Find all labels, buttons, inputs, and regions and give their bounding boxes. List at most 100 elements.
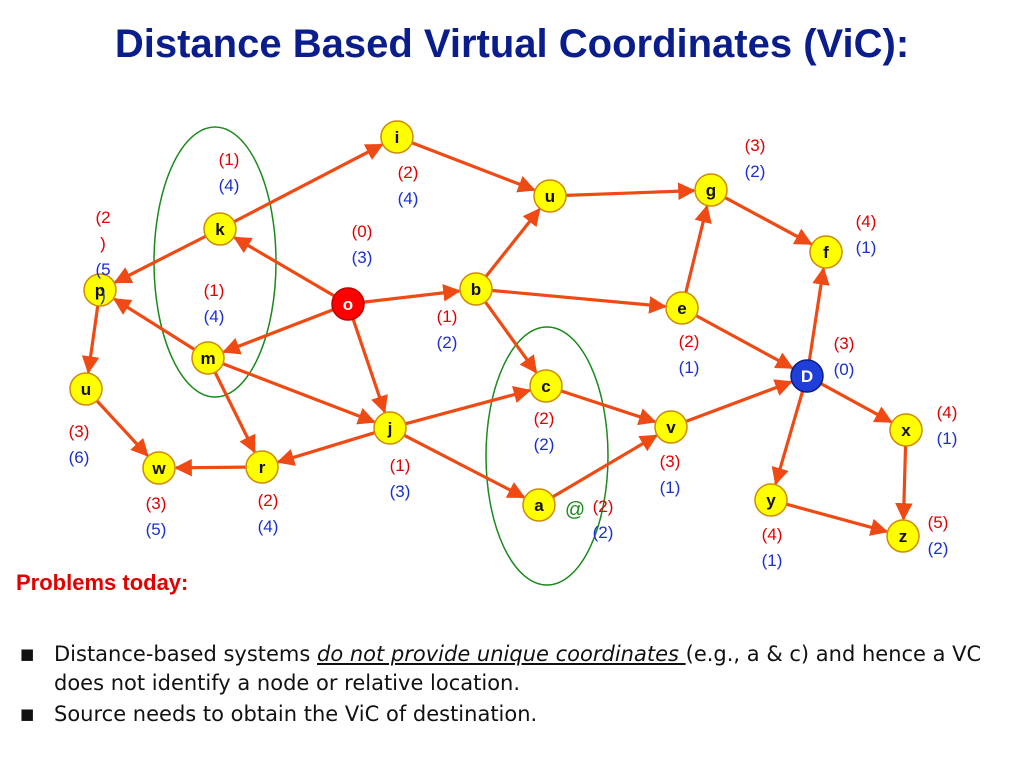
node-g: g — [694, 173, 728, 207]
coord-bottom-y: (1) — [762, 551, 783, 570]
coord-label-p: (2)(5) — [95, 208, 110, 305]
edge-g-f — [724, 196, 813, 246]
coord-label-z: (5)(2) — [928, 513, 949, 558]
coord-label-g: (3)(2) — [745, 136, 766, 181]
node-p-label: p — [95, 281, 105, 300]
coord-top-f: (4) — [856, 212, 877, 231]
bullet-1-text-pre: Distance-based systems — [54, 642, 318, 666]
coord-label-r: (2)(4) — [258, 491, 279, 536]
node-w: w — [142, 451, 176, 485]
node-e-label: e — [677, 299, 686, 318]
bullet-square-icon: ■ — [20, 645, 35, 663]
node-z-circle — [886, 519, 920, 553]
node-u2: u — [533, 179, 567, 213]
bullet-item-2: ■ Source needs to obtain the ViC of dest… — [18, 700, 1008, 729]
coord-bottom-u2: (4) — [398, 189, 419, 208]
coord-bottom-p: ) — [100, 286, 106, 305]
node-D-label: D — [801, 367, 813, 386]
coord-top-v: (3) — [660, 452, 681, 471]
coord-label-b: (1)(2) — [437, 307, 458, 352]
node-e-circle — [665, 291, 699, 325]
coord-top-D: (3) — [834, 334, 855, 353]
edge-D-y — [771, 390, 805, 486]
coord-label-u1: (3)(6) — [69, 422, 90, 467]
node-x-label: x — [901, 421, 911, 440]
coord-label-j: (1)(3) — [390, 456, 411, 501]
coord-top-j: (1) — [390, 456, 411, 475]
node-v-label: v — [666, 418, 676, 437]
node-p: p — [83, 273, 117, 307]
edge-D-x — [820, 382, 893, 424]
bullet-item-1: ■ Distance-based systems do not provide … — [18, 640, 1008, 698]
node-p-circle — [83, 273, 117, 307]
coord-top-z: (5) — [928, 513, 949, 532]
node-w-circle — [142, 451, 176, 485]
node-u2-label: u — [545, 187, 555, 206]
edge-o-m — [222, 308, 334, 355]
node-D: D — [790, 359, 824, 393]
coord-bottom-p: (5 — [95, 260, 110, 279]
node-v: v — [654, 410, 688, 444]
edge-x-z — [895, 445, 913, 521]
node-o: o — [331, 287, 365, 321]
coord-top-u2: (2) — [398, 163, 419, 182]
edge-i-u2 — [411, 141, 536, 193]
coord-label-e: (2)(1) — [679, 332, 700, 377]
coord-top-e: (2) — [679, 332, 700, 351]
coord-label-c: (2)(2) — [534, 409, 555, 454]
node-i-label: i — [395, 128, 400, 147]
edges-layer — [81, 141, 913, 536]
node-r: r — [245, 450, 279, 484]
edge-v-D — [685, 379, 793, 423]
edge-e-D — [695, 314, 794, 370]
coord-bottom-e: (1) — [679, 358, 700, 377]
coord-top-c: (2) — [534, 409, 555, 428]
node-u1-circle — [69, 372, 103, 406]
bullet-2-text: Source needs to obtain the ViC of destin… — [54, 702, 538, 726]
edge-o-b — [363, 284, 461, 304]
node-g-circle — [694, 173, 728, 207]
coord-top-o: (0) — [352, 222, 373, 241]
coord-top-p: ) — [100, 234, 106, 253]
coord-bottom-j: (3) — [390, 482, 411, 501]
node-e: e — [665, 291, 699, 325]
coord-label-x: (4)(1) — [937, 403, 958, 448]
coord-bottom-u1: (6) — [69, 448, 90, 467]
coord-bottom-m: (4) — [204, 307, 225, 326]
node-i: i — [380, 120, 414, 154]
edge-b-e — [491, 288, 667, 314]
coord-top-b: (1) — [437, 307, 458, 326]
node-v-circle — [654, 410, 688, 444]
node-m-circle — [191, 341, 225, 375]
bullet-list: ■ Distance-based systems do not provide … — [18, 640, 1008, 731]
node-u2-circle — [533, 179, 567, 213]
edge-k-i — [233, 143, 384, 224]
node-y: y — [754, 483, 788, 517]
coord-top-r: (2) — [258, 491, 279, 510]
coord-bottom-v: (1) — [660, 478, 681, 497]
edge-m-r — [213, 371, 256, 454]
node-j-circle — [373, 411, 407, 445]
node-f-label: f — [823, 243, 829, 262]
coord-label-D: (3)(0) — [834, 334, 855, 379]
coord-bottom-f: (1) — [856, 238, 877, 257]
node-r-circle — [245, 450, 279, 484]
node-m: m — [191, 341, 225, 375]
cluster-ellipse-right — [485, 326, 609, 586]
labels-layer: (1)(4)(2)(5)(0)(3)(1)(4)(3)(6)(3)(5)(2)(… — [69, 136, 958, 570]
bullet-1-emphasis: do not provide unique coordinates — [317, 642, 686, 666]
coord-label-k: (1)(4) — [219, 150, 240, 195]
node-f-circle — [809, 235, 843, 269]
node-b: b — [459, 272, 493, 306]
coord-top-a: (2) — [593, 497, 614, 516]
coord-label-v: (3)(1) — [660, 452, 681, 497]
edge-m-j — [222, 362, 376, 425]
edge-D-f — [807, 267, 830, 361]
edge-y-z — [786, 502, 889, 536]
coord-label-f: (4)(1) — [856, 212, 877, 257]
node-b-label: b — [471, 280, 481, 299]
node-k-circle — [203, 212, 237, 246]
node-j: j — [373, 411, 407, 445]
at-symbol-icon: @ — [565, 499, 585, 521]
